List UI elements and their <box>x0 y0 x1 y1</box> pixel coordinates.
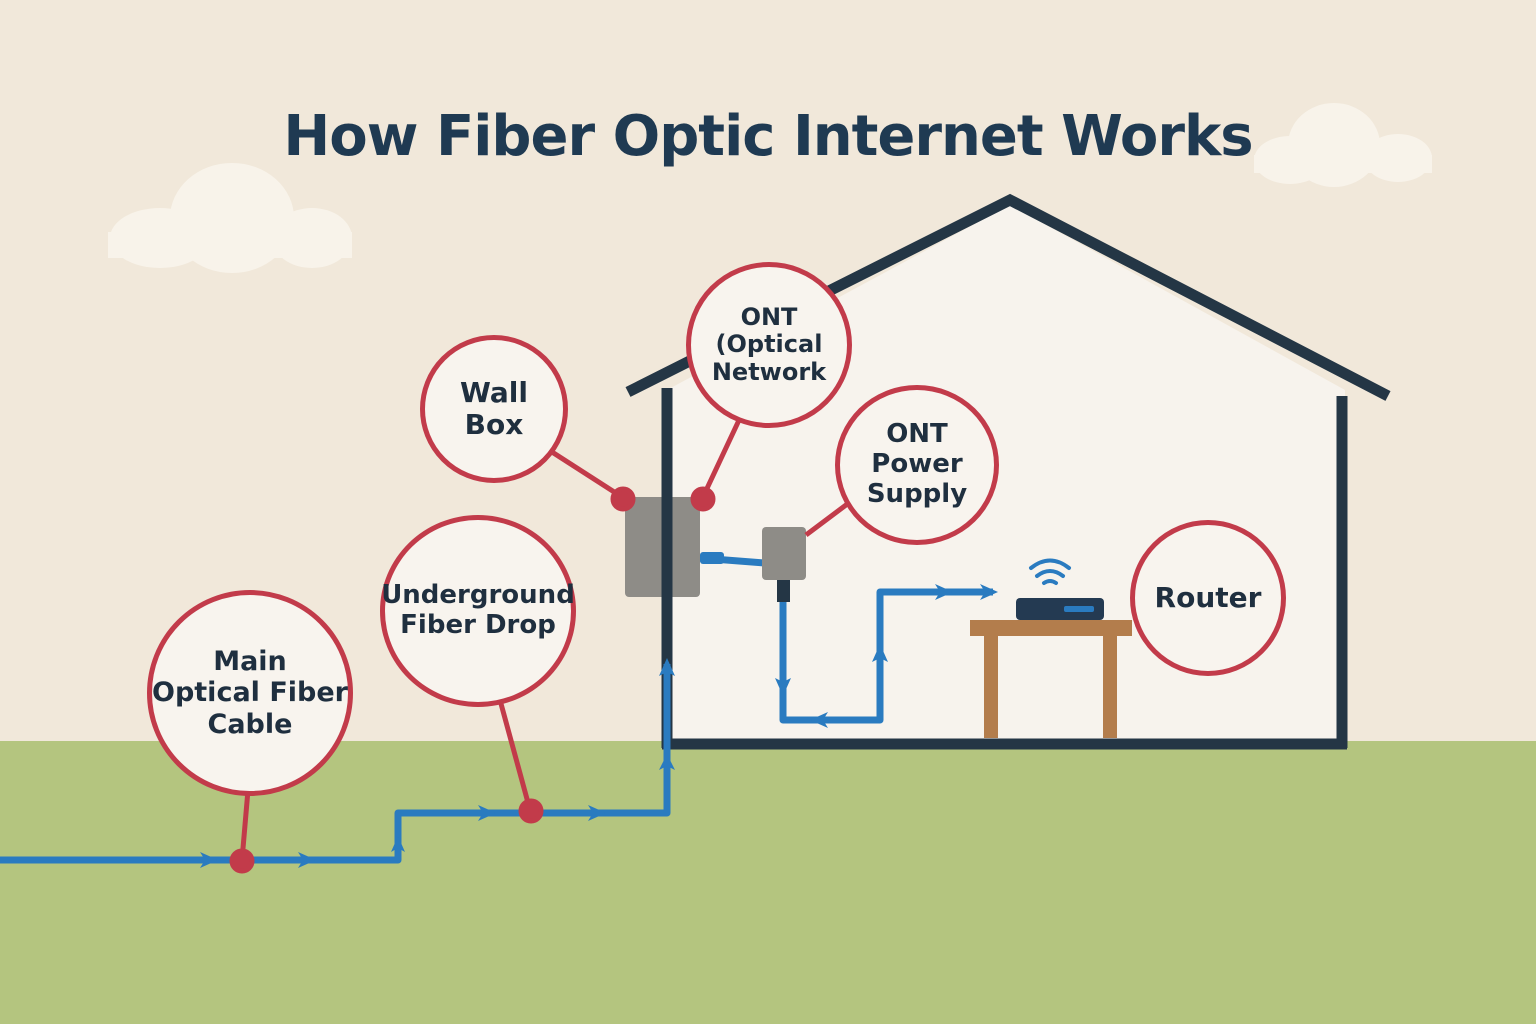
ont-power-supply-device <box>762 527 806 580</box>
callout-wall-box: Wall Box <box>420 335 568 483</box>
router-device <box>1016 598 1104 620</box>
arrow-icon <box>659 754 675 770</box>
cloud-left-icon <box>108 163 352 273</box>
callout-router: Router <box>1130 520 1286 676</box>
page-title: How Fiber Optic Internet Works <box>283 104 1253 169</box>
table <box>970 620 1132 738</box>
callout-ont: ONT (Optical Network <box>686 262 852 428</box>
arrow-icon <box>478 805 496 821</box>
arrow-icon <box>980 584 998 600</box>
wifi-icon <box>1029 558 1071 585</box>
arrow-icon <box>775 678 791 696</box>
flow-arrows <box>200 584 998 868</box>
arrow-icon <box>391 836 405 852</box>
callout-ont-power-supply: ONT Power Supply <box>835 385 999 545</box>
callout-underground-fiber-drop: Underground Fiber Drop <box>380 515 576 707</box>
arrow-icon <box>935 584 953 600</box>
arrow-icon <box>659 658 675 676</box>
cloud-right-icon <box>1254 103 1432 187</box>
arrow-icon <box>872 644 888 662</box>
callout-main-optical-fiber-cable: Main Optical Fiber Cable <box>147 590 353 796</box>
callout-leaders <box>229 416 852 874</box>
arrow-icon <box>588 805 606 821</box>
arrow-icon <box>810 712 828 728</box>
arrow-icon <box>298 852 316 868</box>
arrow-icon <box>200 852 218 868</box>
